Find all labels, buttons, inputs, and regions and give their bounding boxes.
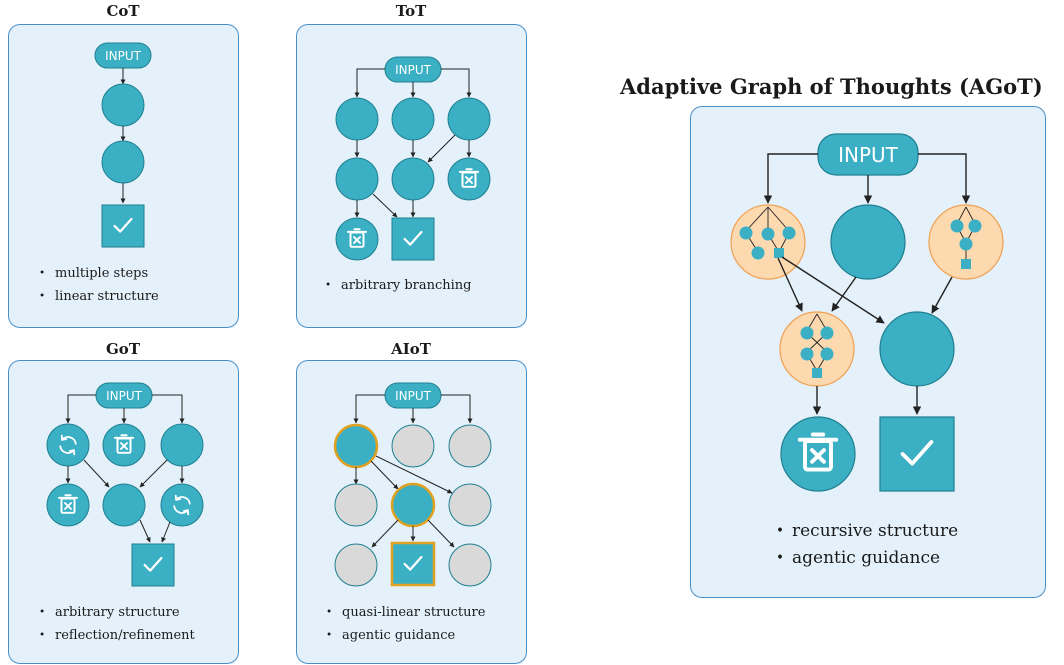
answer-node (131, 543, 175, 587)
bullet-item: reflection/refinement (39, 624, 195, 647)
answer-node (101, 204, 145, 248)
aiot-bullets: quasi-linear structure agentic guidance (326, 601, 485, 647)
cot-bullets: multiple steps linear structure (39, 262, 159, 308)
answer-node (391, 217, 435, 261)
tot-bullets: arbitrary branching (325, 274, 472, 297)
input-label: INPUT (106, 389, 143, 403)
thought-node (160, 423, 204, 467)
thought-node (102, 483, 146, 527)
thought-node (447, 97, 491, 141)
thought-node (101, 83, 145, 127)
input-label: INPUT (395, 389, 432, 403)
cot-diagram: INPUT (94, 42, 152, 248)
bullet-item: recursive structure (776, 518, 958, 545)
subgraph-node (730, 204, 806, 280)
agot-bullets: recursive structure agentic guidance (776, 518, 958, 572)
input-label: INPUT (395, 63, 432, 77)
bullet-item: quasi-linear structure (326, 601, 485, 624)
inactive-node (391, 424, 435, 468)
thought-node (335, 157, 379, 201)
cot-title: CoT (106, 2, 140, 20)
selected-node (390, 482, 436, 528)
input-label: INPUT (838, 143, 899, 167)
inactive-node (448, 543, 492, 587)
tot-diagram: INPUT (335, 56, 491, 261)
bullet-item: agentic guidance (776, 545, 958, 572)
answer-node (390, 541, 436, 587)
inactive-node (448, 483, 492, 527)
thought-node (335, 97, 379, 141)
aiot-title: AIoT (391, 340, 431, 358)
bullet-item: linear structure (39, 285, 159, 308)
thought-node (391, 157, 435, 201)
input-label: INPUT (105, 49, 142, 63)
subgraph-node (928, 204, 1004, 280)
tot-title: ToT (395, 2, 427, 20)
got-bullets: arbitrary structure reflection/refinemen… (39, 601, 195, 647)
refine-node (46, 423, 90, 467)
bullet-item: arbitrary branching (325, 274, 472, 297)
thought-node (830, 204, 906, 280)
bullet-item: arbitrary structure (39, 601, 195, 624)
subgraph-node (779, 311, 855, 387)
inactive-node (334, 483, 378, 527)
thought-node (879, 311, 955, 387)
agot-diagram: INPUT (730, 133, 1004, 492)
got-title: GoT (106, 340, 140, 358)
bullet-item: agentic guidance (326, 624, 485, 647)
aiot-diagram: INPUT (333, 382, 492, 587)
selected-node (333, 423, 379, 469)
agot-title: Adaptive Graph of Thoughts (AGoT) (620, 74, 1043, 99)
inactive-node (448, 424, 492, 468)
refine-node (160, 483, 204, 527)
thought-node (391, 97, 435, 141)
got-diagram: INPUT (46, 382, 204, 587)
thought-node (101, 140, 145, 184)
bullet-item: multiple steps (39, 262, 159, 285)
inactive-node (334, 543, 378, 587)
answer-node (879, 416, 955, 492)
